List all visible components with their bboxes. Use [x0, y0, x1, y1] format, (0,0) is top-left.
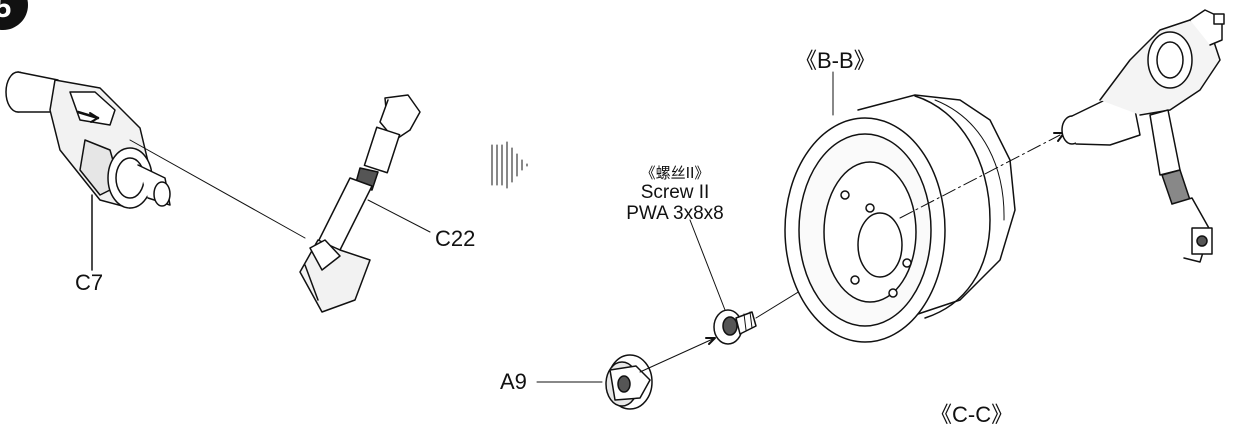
label-bb: 《B-B》 [795, 48, 876, 73]
part-cc-upright-drawing [1061, 9, 1225, 263]
part-c22-drawing [299, 94, 421, 313]
label-c7: C7 [75, 270, 104, 295]
part-screw-drawing [713, 309, 757, 345]
step-number-badge: 5 [0, 0, 28, 30]
label-a9: A9 [500, 369, 527, 394]
c22-leader-line [367, 199, 431, 233]
c7-assembly-line [129, 139, 306, 239]
label-c22: C22 [435, 226, 476, 251]
part-c7-drawing [5, 71, 171, 209]
screw-spec: PWA 3x8x8 [626, 203, 724, 224]
part-bb-wheel-drawing [784, 94, 1016, 343]
step-arrow-icon [491, 141, 528, 189]
axle-center-line [899, 134, 1061, 219]
screw-callout: 《螺丝II》 Screw II PWA 3x8x8 [600, 164, 750, 224]
part-a9-drawing [605, 354, 653, 410]
screw-chinese-name: 《螺丝II》 [640, 164, 710, 182]
screw-leader-line [689, 219, 726, 311]
a9-assembly-line [639, 337, 716, 373]
label-cc: 《C-C》 [930, 402, 1014, 427]
step-number: 5 [0, 0, 12, 24]
screw-name: Screw II [640, 182, 710, 203]
